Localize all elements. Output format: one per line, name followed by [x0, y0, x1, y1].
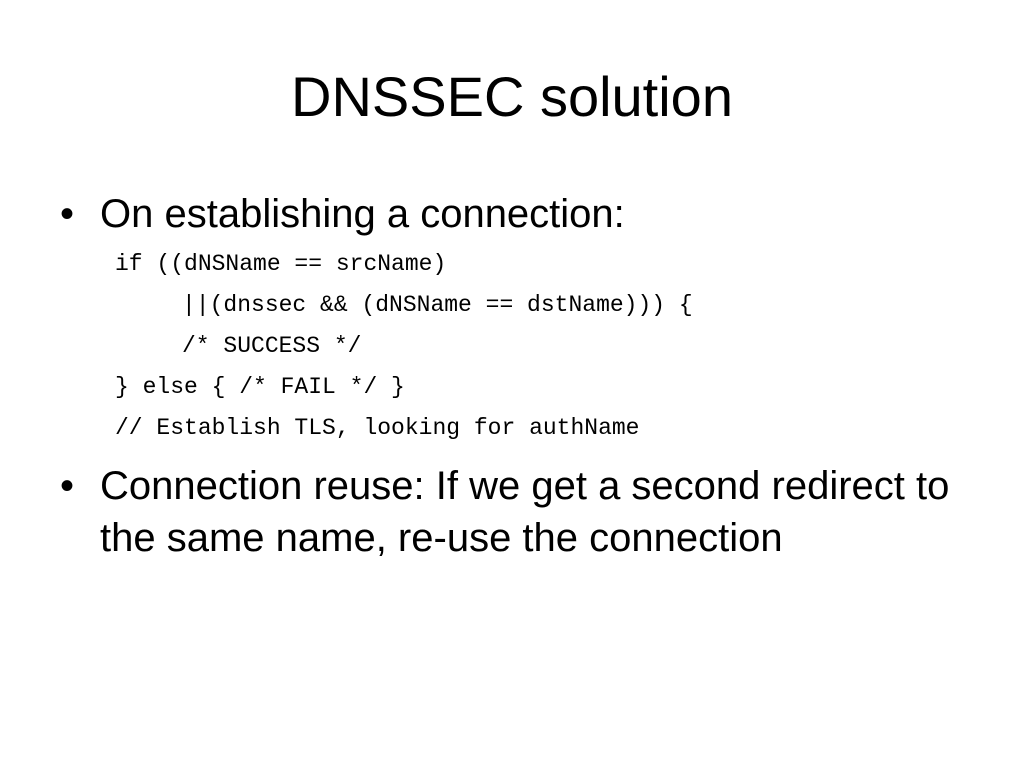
code-line: ||(dnssec && (dNSName == dstName))) { — [182, 292, 693, 318]
code-line: // Establish TLS, looking for authName — [115, 415, 640, 441]
bullet-item: • Connection reuse: If we get a second r… — [60, 460, 960, 564]
bullet-marker: • — [60, 464, 75, 508]
code-line: } else { /* FAIL */ } — [115, 374, 405, 400]
bullet-item: • On establishing a connection: — [60, 188, 960, 240]
slide-title: DNSSEC solution — [291, 65, 733, 128]
bullet-text: Connection reuse: If we get a second red… — [100, 464, 950, 560]
bullet-marker: • — [60, 192, 75, 236]
code-line: if ((dNSName == srcName) — [115, 251, 447, 277]
code-line: /* SUCCESS */ — [182, 333, 362, 359]
bullet-text: On establishing a connection: — [100, 192, 625, 236]
